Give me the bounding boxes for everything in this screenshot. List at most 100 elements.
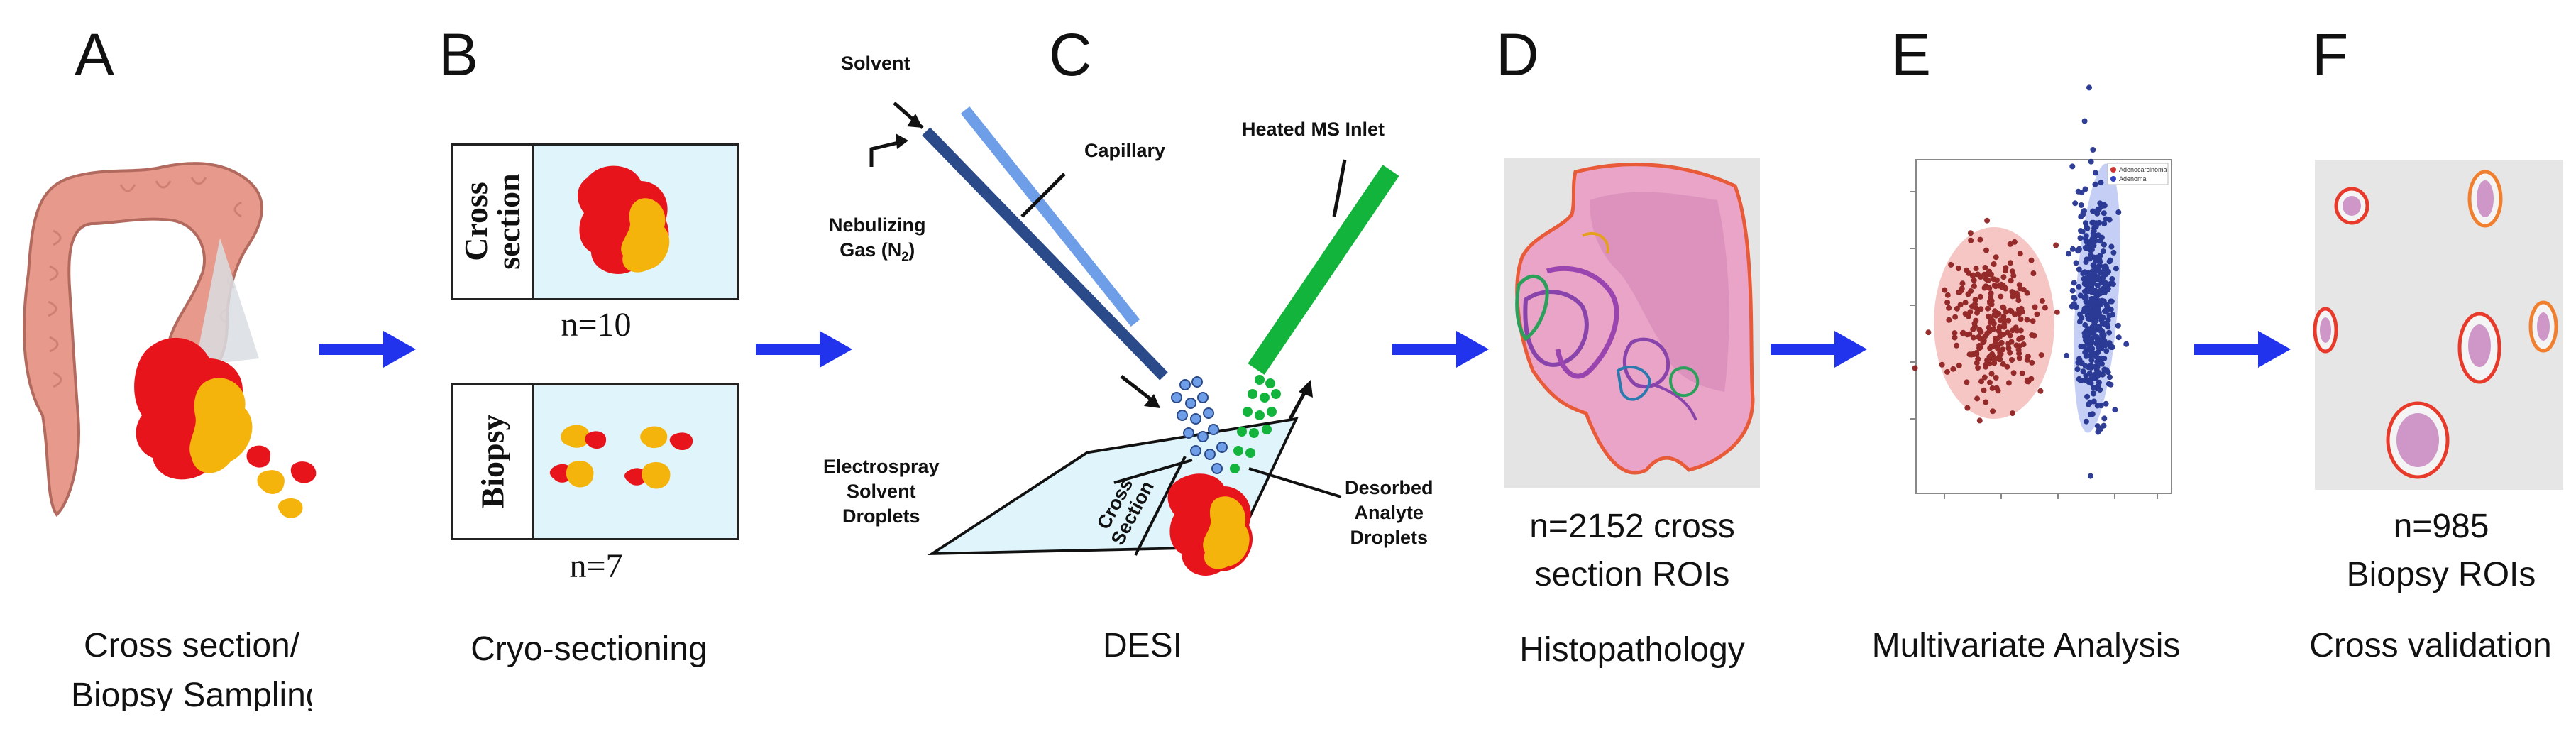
adenoma-point <box>2090 390 2096 396</box>
panel-letter-b: B <box>439 21 479 88</box>
adenocarcinoma-point <box>1991 261 1997 267</box>
adenoma-point <box>2073 260 2079 266</box>
adenoma-point <box>2083 337 2088 344</box>
adenoma-point <box>2095 232 2101 239</box>
adenoma-point <box>2079 190 2085 196</box>
adenoma-point <box>2098 180 2104 186</box>
adenoma-point <box>2084 225 2091 231</box>
desi-schematic <box>869 102 1399 576</box>
adenocarcinoma-point <box>2018 327 2024 334</box>
adenoma-point <box>2092 333 2098 339</box>
arrow-a-to-b <box>319 331 416 368</box>
adenoma-point <box>2079 314 2085 321</box>
panel-letter-c: C <box>1049 21 1092 88</box>
adenocarcinoma-point <box>2009 268 2015 275</box>
adenocarcinoma-point <box>1974 395 1981 402</box>
adenocarcinoma-point <box>1988 297 1995 304</box>
adenocarcinoma-point <box>1991 321 1997 327</box>
adenocarcinoma-point <box>2017 251 2023 257</box>
adenoma-point <box>2076 356 2082 362</box>
adenocarcinoma-point <box>1972 297 1978 303</box>
nebulizing-gas-end: ) <box>908 239 915 261</box>
adenoma-point <box>2076 376 2082 382</box>
adenocarcinoma-point <box>1950 366 1956 372</box>
adenocarcinoma-point <box>1967 309 1974 315</box>
adenocarcinoma-point <box>1960 329 1966 336</box>
nebulizing-gas-line1: Nebulizing <box>829 214 926 236</box>
scatter-legend: Adenocarcinoma Adenoma <box>2107 163 2169 185</box>
adenocarcinoma-point <box>1998 293 2004 300</box>
adenocarcinoma-point <box>1954 305 1960 312</box>
adenocarcinoma-point <box>2029 359 2035 366</box>
adenoma-point <box>2090 147 2096 153</box>
desorbed-line2: Analyte <box>1354 502 1424 524</box>
adenocarcinoma-point <box>1975 365 1981 371</box>
adenocarcinoma-point <box>2004 363 2010 370</box>
adenoma-point <box>2103 400 2109 407</box>
adenocarcinoma-point <box>2024 356 2030 363</box>
adenoma-point <box>2095 358 2101 365</box>
adenocarcinoma-point <box>2000 305 2007 311</box>
adenoma-point <box>2105 286 2110 292</box>
spray-direction-arrow <box>1120 375 1155 403</box>
adenocarcinoma-point <box>1993 312 1999 319</box>
adenoma-point <box>2088 158 2094 165</box>
scatter-axis-ticks <box>1910 191 2158 499</box>
biopsy-label: Biopsy <box>474 414 511 509</box>
adenocarcinoma-point <box>2011 239 2018 245</box>
adenoma-point <box>2106 381 2112 387</box>
panel-f-n-line1: n=985 <box>2393 508 2489 545</box>
electrospray-line2: Solvent <box>847 481 916 503</box>
panel-c-caption: DESI <box>1102 627 1183 664</box>
adenoma-point <box>2086 283 2092 290</box>
adenocarcinoma-point <box>1986 328 1993 334</box>
adenoma-point <box>2082 322 2088 328</box>
adenocarcinoma-point <box>1948 261 1954 268</box>
cross-section-box: Cross section <box>451 143 739 300</box>
adenoma-point <box>2110 249 2117 256</box>
adenoma-point <box>2098 287 2104 293</box>
adenoma-point <box>2077 235 2084 241</box>
adenocarcinoma-point <box>1939 361 1945 368</box>
adenocarcinoma-point <box>1964 405 1971 411</box>
adenocarcinoma-point <box>1982 333 1988 339</box>
adenoma-point <box>2073 304 2079 310</box>
adenoma-point <box>2080 368 2086 375</box>
adenoma-point <box>2095 343 2101 349</box>
adenocarcinoma-point <box>2019 334 2025 341</box>
adenocarcinoma-point <box>2015 347 2022 353</box>
biopsy-slide-image <box>2313 160 2563 490</box>
adenocarcinoma-point <box>2014 290 2020 297</box>
panel-b-caption: Cryo-sectioning <box>470 630 708 668</box>
adenoma-point <box>2082 269 2088 275</box>
adenoma-point <box>2107 374 2113 381</box>
adenoma-point <box>2086 371 2093 376</box>
nebulizing-gas-arrow <box>869 140 902 167</box>
adenoma-point <box>2091 372 2098 378</box>
adenoma-point <box>2106 258 2113 265</box>
adenoma-point <box>2109 276 2115 282</box>
adenoma-point <box>2096 262 2103 268</box>
adenoma-point <box>2077 292 2084 299</box>
adenoma-point <box>2108 298 2115 305</box>
adenocarcinoma-point <box>2030 270 2037 276</box>
adenoma-point <box>2084 275 2091 281</box>
adenocarcinoma-point <box>1978 344 1983 351</box>
desorbed-line3: Droplets <box>1350 527 1429 549</box>
desorbed-label: Desorbed Analyte Droplets <box>1345 476 1433 550</box>
tumor-large <box>134 337 253 480</box>
adenoma-point <box>2088 296 2095 302</box>
adenoma-point <box>2091 398 2097 405</box>
adenocarcinoma-point <box>1986 361 1993 367</box>
adenoma-point <box>2106 329 2113 336</box>
adenocarcinoma-point <box>2000 361 2006 367</box>
panel-a-caption-line1: Cross section/ <box>83 627 300 664</box>
adenoma-point <box>2069 246 2076 252</box>
adenocarcinoma-point <box>2009 410 2015 417</box>
adenocarcinoma-point <box>1942 287 1948 293</box>
adenoma-point <box>2113 266 2119 272</box>
adenocarcinoma-point <box>2024 317 2030 323</box>
adenocarcinoma-point <box>1946 317 1952 323</box>
adenocarcinoma-point <box>2020 341 2027 348</box>
adenocarcinoma-point <box>1958 288 1964 294</box>
